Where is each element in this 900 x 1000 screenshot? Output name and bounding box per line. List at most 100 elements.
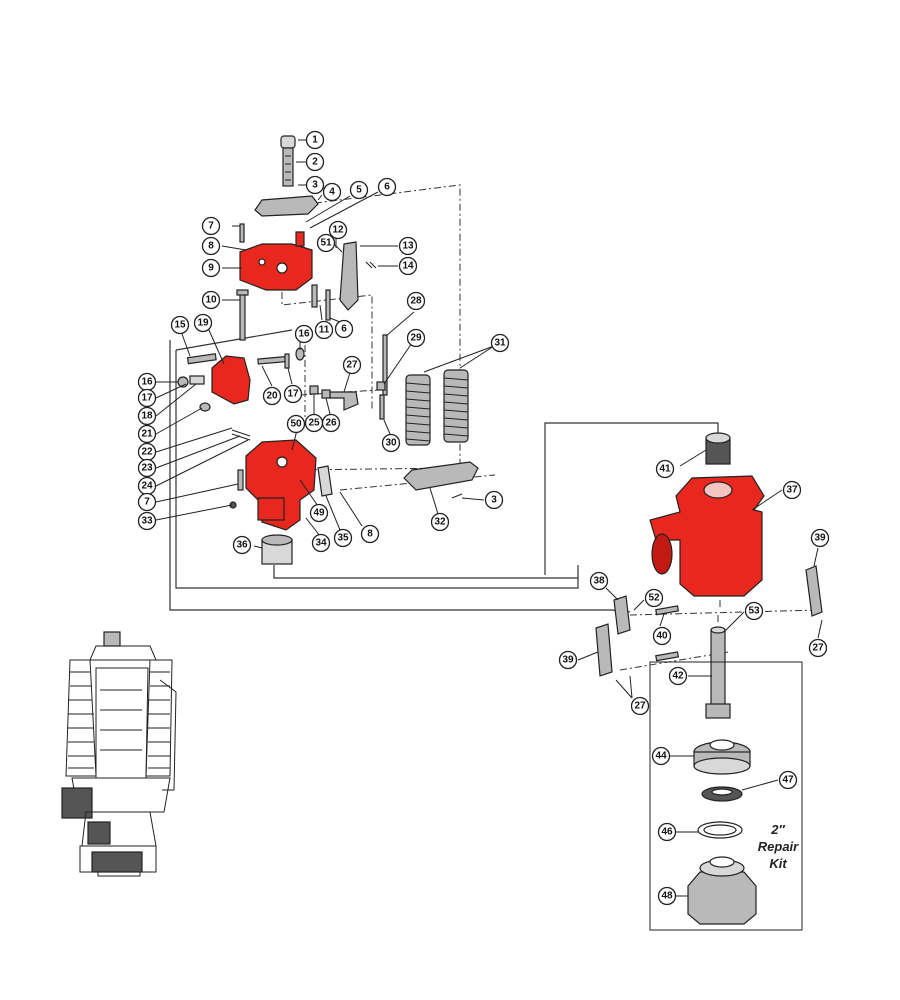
- callout-leaders: [155, 139, 823, 897]
- svg-text:31: 31: [494, 338, 506, 349]
- svg-text:27: 27: [812, 643, 824, 654]
- callout-24: 24: [137, 476, 157, 496]
- callout-8: 8: [201, 236, 221, 256]
- callouts: 1 2 3 4 5 6 7 8 9 51 12 13 14 10 11 6 15…: [137, 130, 830, 906]
- svg-text:7: 7: [208, 221, 214, 232]
- callout-22: 22: [137, 442, 157, 462]
- svg-text:41: 41: [659, 464, 671, 475]
- callout-20: 20: [262, 386, 282, 406]
- callout-50: 50: [286, 414, 306, 434]
- callout-30: 30: [381, 433, 401, 453]
- svg-text:53: 53: [748, 606, 760, 617]
- callout-6: 6: [334, 319, 354, 339]
- upper-red-bonnet: [239, 231, 313, 291]
- callout-49: 49: [309, 503, 329, 523]
- red-valve-body: [649, 475, 765, 597]
- svg-text:25: 25: [308, 418, 320, 429]
- svg-text:1: 1: [312, 135, 318, 146]
- callout-33: 33: [137, 511, 157, 531]
- red-latch-block: [211, 355, 251, 405]
- callout-29: 29: [406, 328, 426, 348]
- callout-1: 1: [305, 130, 325, 150]
- callout-13: 13: [398, 236, 418, 256]
- svg-text:33: 33: [141, 516, 153, 527]
- svg-text:30: 30: [385, 438, 397, 449]
- svg-text:27: 27: [634, 701, 646, 712]
- callout-39: 39: [810, 528, 830, 548]
- svg-text:26: 26: [325, 418, 337, 429]
- lower-red-body: [229, 439, 317, 531]
- callout-31: 31: [490, 333, 510, 353]
- callout-12: 12: [328, 220, 348, 240]
- callout-40: 40: [652, 626, 672, 646]
- callout-16: 16: [294, 324, 314, 344]
- svg-text:52: 52: [648, 593, 660, 604]
- svg-text:8: 8: [367, 529, 373, 540]
- callout-26: 26: [321, 413, 341, 433]
- callout-14: 14: [398, 256, 418, 276]
- kit-repair-label: Repair: [758, 839, 799, 854]
- svg-text:13: 13: [402, 241, 414, 252]
- callout-16: 16: [137, 372, 157, 392]
- svg-text:49: 49: [313, 508, 325, 519]
- svg-text:17: 17: [141, 393, 153, 404]
- svg-text:18: 18: [141, 411, 153, 422]
- svg-text:12: 12: [332, 225, 344, 236]
- svg-text:3: 3: [491, 495, 497, 506]
- callout-17: 17: [283, 384, 303, 404]
- svg-text:47: 47: [782, 775, 794, 786]
- bushing-part: [261, 534, 293, 565]
- svg-text:28: 28: [410, 296, 422, 307]
- svg-text:14: 14: [402, 261, 414, 272]
- svg-text:17: 17: [287, 389, 299, 400]
- svg-text:39: 39: [814, 533, 826, 544]
- svg-text:22: 22: [141, 447, 153, 458]
- springs-part: [405, 369, 469, 446]
- callout-47: 47: [778, 770, 798, 790]
- callout-27: 27: [342, 355, 362, 375]
- top-lever-part: [254, 195, 319, 217]
- callout-4: 4: [322, 182, 342, 202]
- svg-text:8: 8: [208, 241, 214, 252]
- callout-8: 8: [360, 524, 380, 544]
- svg-text:35: 35: [337, 533, 349, 544]
- callout-23: 23: [137, 458, 157, 478]
- callout-28: 28: [406, 291, 426, 311]
- callout-18: 18: [137, 406, 157, 426]
- svg-text:9: 9: [208, 263, 214, 274]
- svg-text:16: 16: [298, 329, 310, 340]
- svg-text:20: 20: [266, 391, 278, 402]
- svg-text:32: 32: [434, 517, 446, 528]
- callout-5: 5: [349, 180, 369, 200]
- callout-36: 36: [232, 535, 252, 555]
- kit-size-label: 2″: [770, 822, 785, 837]
- callout-6: 6: [377, 177, 397, 197]
- callout-11: 11: [314, 320, 334, 340]
- svg-text:19: 19: [197, 318, 209, 329]
- svg-text:11: 11: [319, 325, 330, 336]
- cap-screw-part: [280, 135, 296, 187]
- callout-44: 44: [651, 746, 671, 766]
- svg-text:27: 27: [346, 360, 358, 371]
- svg-text:48: 48: [661, 891, 673, 902]
- callout-19: 19: [193, 313, 213, 333]
- callout-15: 15: [170, 315, 190, 335]
- svg-text:40: 40: [656, 631, 668, 642]
- svg-text:39: 39: [562, 655, 574, 666]
- valve-assembly: [595, 432, 823, 719]
- svg-text:37: 37: [786, 485, 798, 496]
- callout-46: 46: [657, 822, 677, 842]
- svg-text:5: 5: [356, 185, 362, 196]
- callout-38: 38: [589, 571, 609, 591]
- svg-text:10: 10: [205, 295, 217, 306]
- svg-text:24: 24: [141, 481, 153, 492]
- callout-10: 10: [201, 290, 221, 310]
- svg-text:3: 3: [312, 180, 318, 191]
- callout-37: 37: [782, 480, 802, 500]
- svg-text:29: 29: [410, 333, 422, 344]
- svg-text:6: 6: [341, 324, 347, 335]
- callout-53: 53: [744, 601, 764, 621]
- callout-52: 52: [644, 588, 664, 608]
- svg-text:34: 34: [315, 538, 327, 549]
